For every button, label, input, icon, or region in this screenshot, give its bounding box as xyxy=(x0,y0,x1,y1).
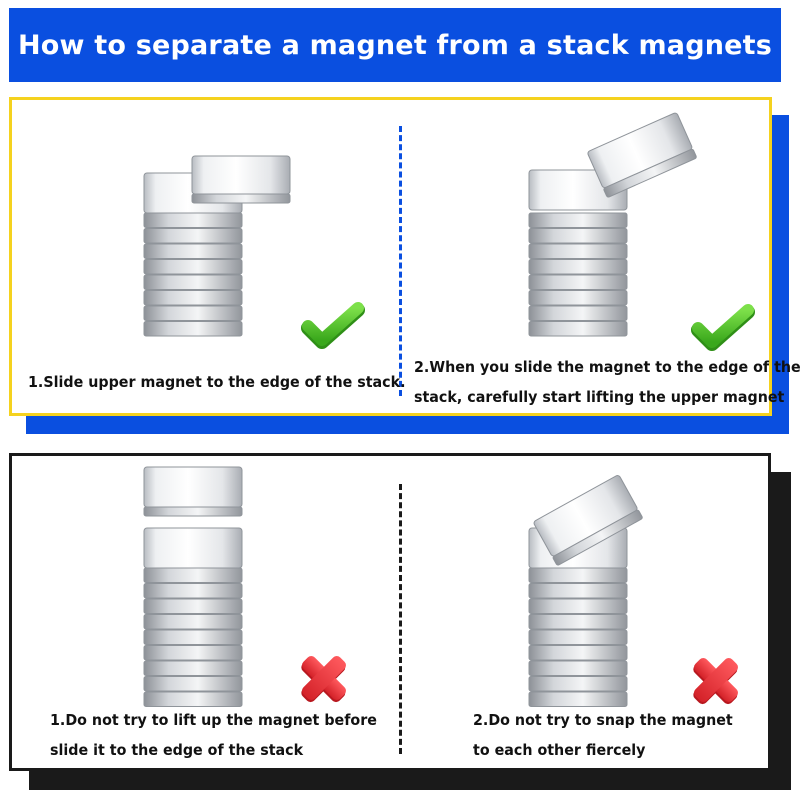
stacked-magnet xyxy=(528,274,628,290)
stacked-magnet xyxy=(528,583,628,599)
lifted-magnet xyxy=(143,466,243,517)
stacked-magnet xyxy=(528,305,628,321)
stacked-magnet xyxy=(528,629,628,645)
stacked-magnet xyxy=(143,243,243,259)
dont-panel-divider xyxy=(399,484,402,754)
step-caption: 2.Do not try to snap the magnet to each … xyxy=(473,705,733,765)
stacked-magnet xyxy=(528,290,628,306)
stacked-magnet xyxy=(528,567,628,583)
stacked-magnet xyxy=(143,567,243,583)
caption-line: 1.Do not try to lift up the magnet befor… xyxy=(50,711,377,729)
step-caption: 1.Slide upper magnet to the edge of the … xyxy=(28,367,406,397)
dont-panel xyxy=(9,453,771,771)
stacked-magnet xyxy=(143,259,243,275)
check-icon xyxy=(301,302,365,349)
stacked-magnet xyxy=(143,676,243,692)
cross-icon xyxy=(301,656,346,703)
stacked-magnet xyxy=(143,645,243,661)
page-title: How to separate a magnet from a stack ma… xyxy=(17,29,773,61)
stacked-magnet xyxy=(143,305,243,321)
stacked-magnet xyxy=(143,629,243,645)
stacked-magnet xyxy=(528,321,628,337)
stacked-magnet xyxy=(528,259,628,275)
stacked-magnet xyxy=(143,583,243,599)
header-banner: How to separate a magnet from a stack ma… xyxy=(9,8,781,82)
stacked-magnet xyxy=(528,691,628,707)
stacked-magnet xyxy=(143,290,243,306)
lift-magnet-illustration xyxy=(528,112,697,337)
caption-line: 2.When you slide the magnet to the edge … xyxy=(414,358,800,376)
caption-line: stack, carefully start lifting the upper… xyxy=(414,388,785,406)
stacked-magnet xyxy=(143,660,243,676)
cross-icon xyxy=(693,658,738,705)
stacked-magnet xyxy=(143,614,243,630)
stacked-magnet xyxy=(528,243,628,259)
stacked-magnet xyxy=(143,228,243,244)
stacked-magnet xyxy=(528,598,628,614)
stack-top-magnet xyxy=(143,527,243,569)
lifted-magnet xyxy=(587,112,697,198)
snap-magnet-illustration xyxy=(528,475,643,707)
slide-magnet-illustration xyxy=(143,155,291,337)
step-caption: 1.Do not try to lift up the magnet befor… xyxy=(50,705,377,765)
stacked-magnet xyxy=(528,614,628,630)
stacked-magnet xyxy=(143,598,243,614)
caption-line: slide it to the edge of the stack xyxy=(50,741,304,759)
stacked-magnet xyxy=(528,228,628,244)
sliding-magnet xyxy=(191,155,291,204)
stacked-magnet xyxy=(143,321,243,337)
caption-line: 2.Do not try to snap the magnet xyxy=(473,711,733,729)
caption-line: to each other fiercely xyxy=(473,741,646,759)
stacked-magnet xyxy=(528,676,628,692)
caption-line: 1.Slide upper magnet to the edge of the … xyxy=(28,373,406,391)
step-caption: 2.When you slide the magnet to the edge … xyxy=(414,352,800,412)
stacked-magnet xyxy=(528,212,628,228)
stacked-magnet xyxy=(143,691,243,707)
stacked-magnet xyxy=(528,660,628,676)
do-panel-divider xyxy=(399,126,402,396)
stacked-magnet xyxy=(143,274,243,290)
check-icon xyxy=(691,304,755,351)
tilted-magnet xyxy=(533,475,643,566)
stacked-magnet xyxy=(143,212,243,228)
lift-straight-illustration xyxy=(143,466,243,707)
stacked-magnet xyxy=(528,645,628,661)
